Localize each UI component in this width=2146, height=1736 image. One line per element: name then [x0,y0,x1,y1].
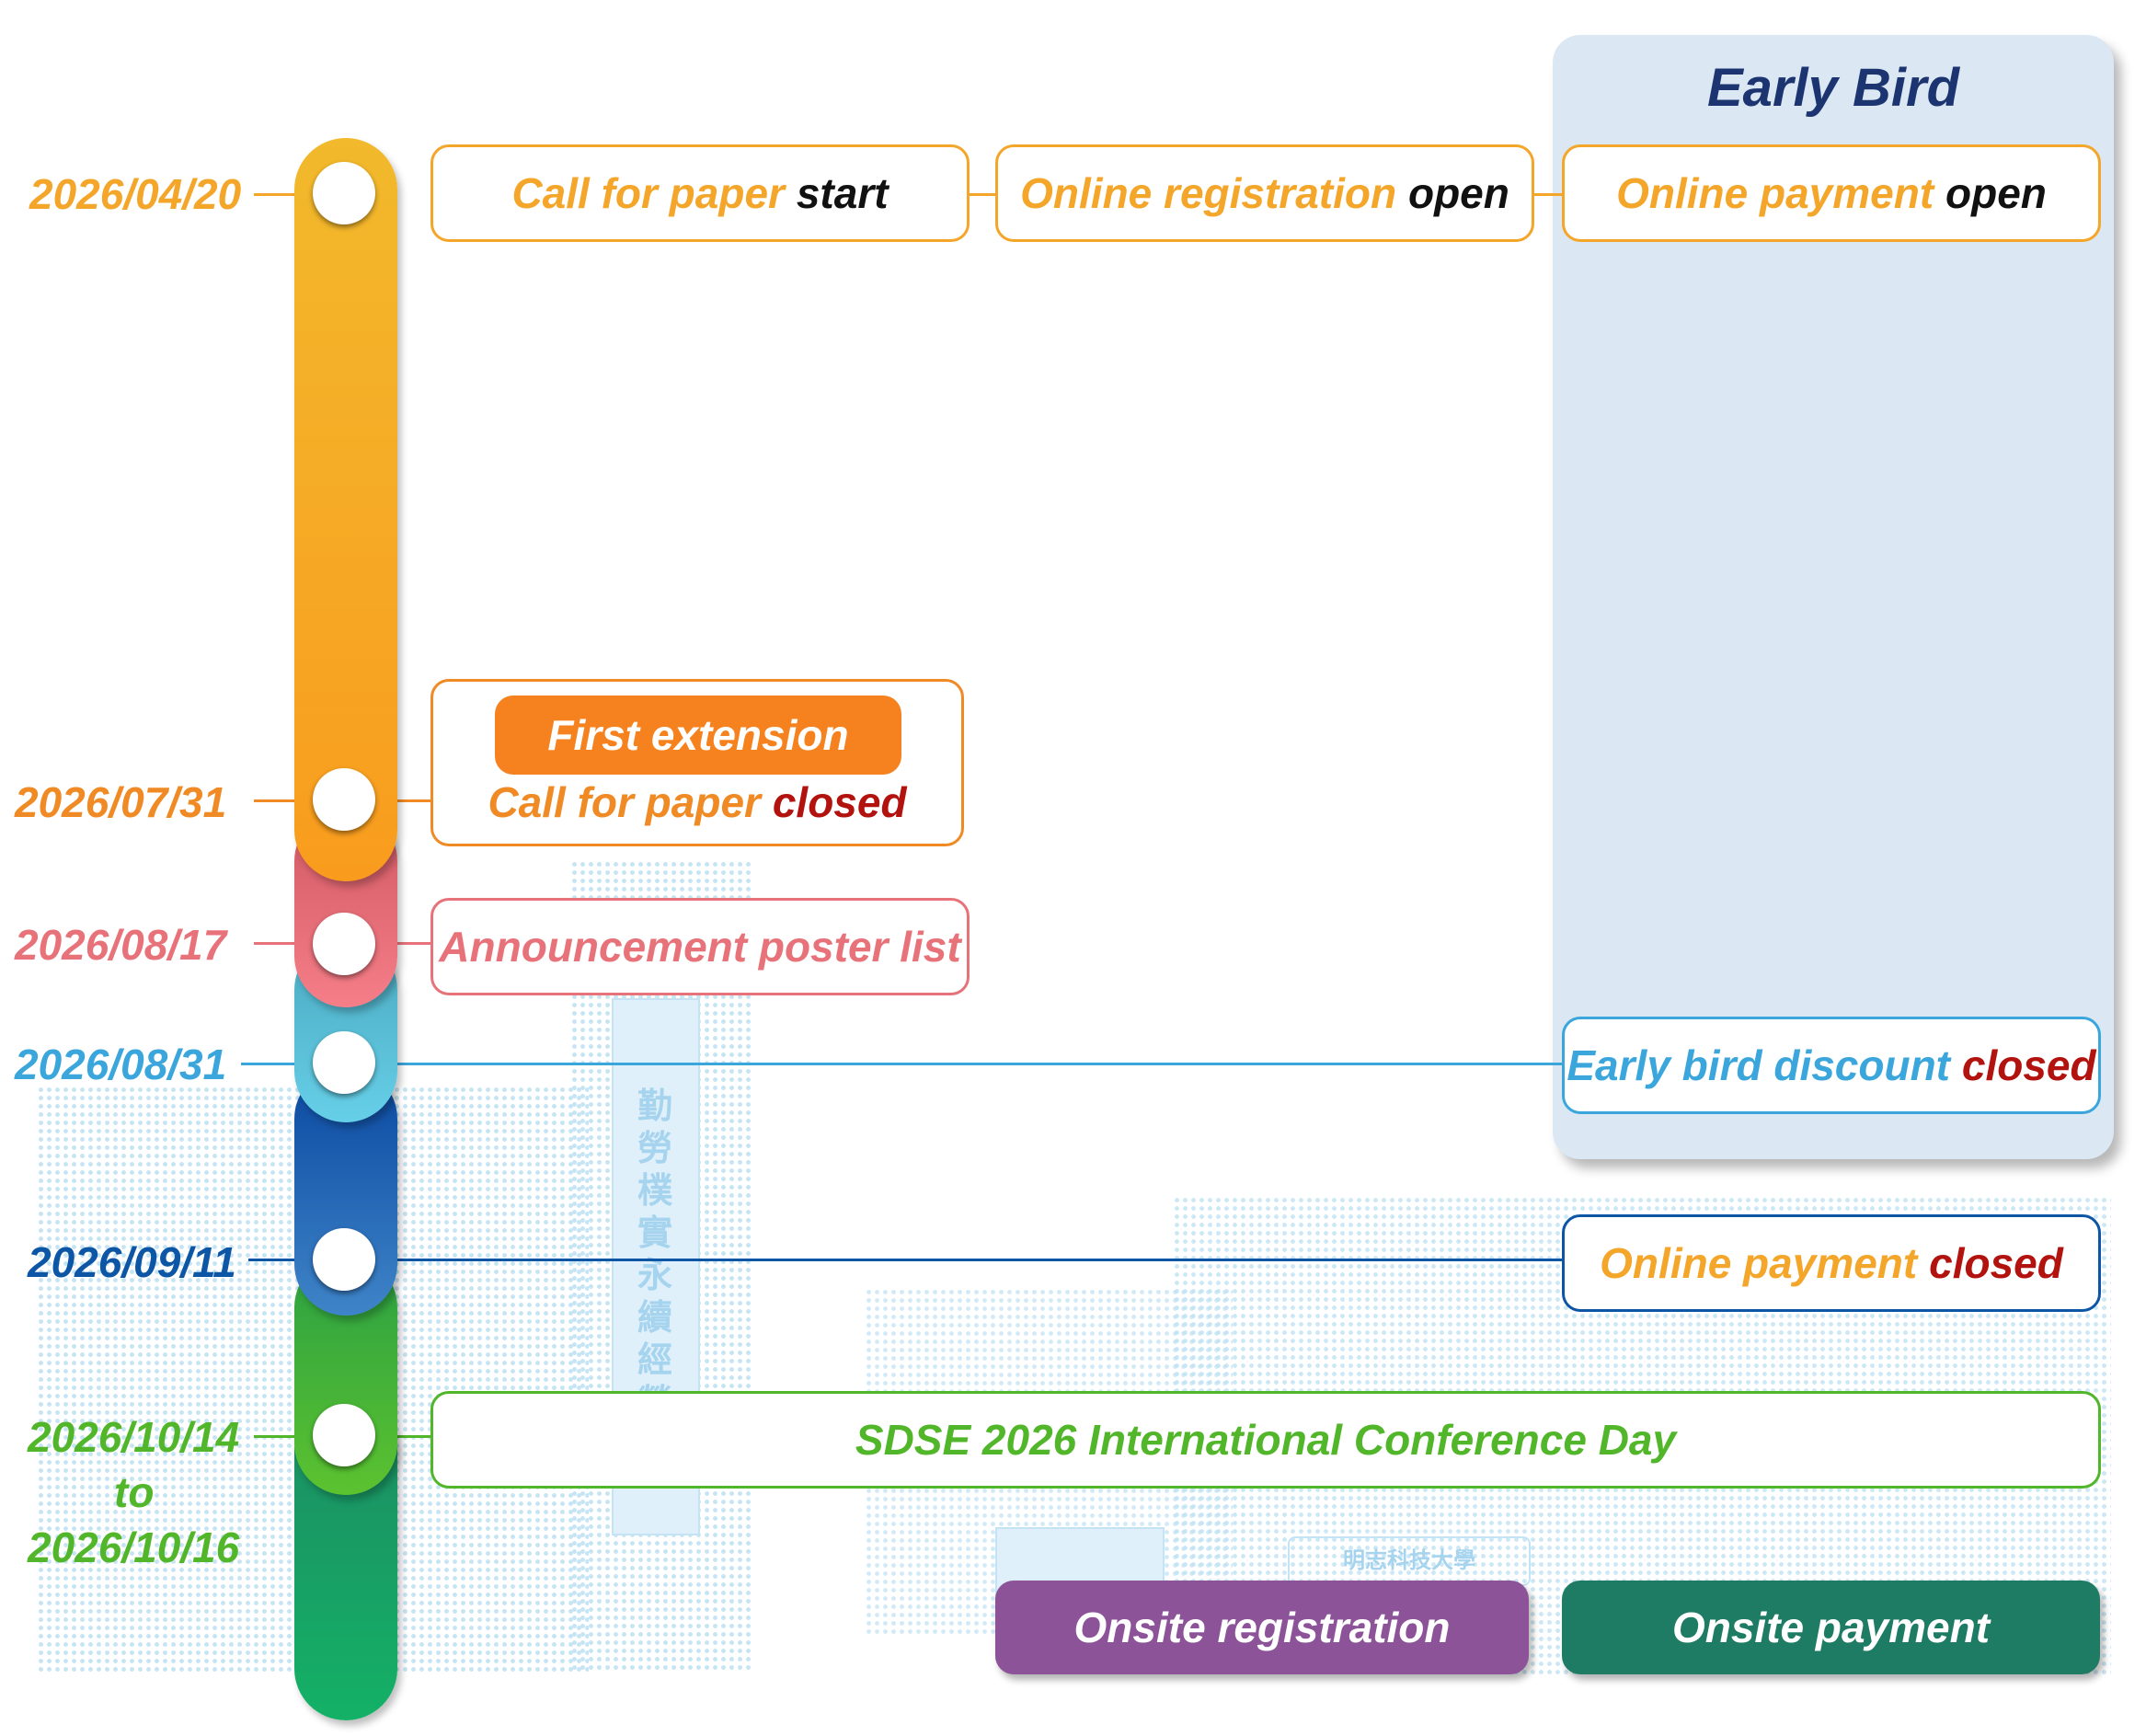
onsite-payment-badge: Onsite payment [1562,1581,2100,1674]
event-text: Online registration [1020,169,1397,217]
signage-text: 勤勞樸實 永續經營 [637,1087,672,1422]
timeline-node [313,1404,375,1466]
connector-line [386,799,432,802]
date-label: to [114,1468,155,1516]
event-status: closed [772,778,907,826]
event-text: Online payment [1600,1239,1918,1287]
timeline-node [313,1031,375,1094]
connector-line [968,193,995,196]
connector-line [386,942,432,945]
date-label: 2026/08/31 [15,1040,227,1088]
date-label: 2026/07/31 [15,778,227,826]
event-online-payment-closed: Online payment closed [1562,1214,2101,1312]
date-label: 2026/08/17 [15,921,227,969]
event-text: Online payment [1616,169,1934,217]
connector-line [1532,193,1562,196]
timeline-node [313,768,375,831]
date-label: 2026/04/20 [29,170,242,218]
date-label: 2026/09/11 [28,1238,236,1286]
building-sign: 明志科技大學 [1288,1536,1531,1586]
timeline-segment [294,138,397,881]
event-announcement: Announcement poster list [430,898,970,995]
timeline-node [313,913,375,975]
date-label: 2026/10/14 [28,1413,240,1461]
connector-line [241,1063,1566,1065]
early-bird-title: Early Bird [1707,58,1959,118]
timeline-node [313,1228,375,1291]
connector-line [254,799,300,802]
event-online-payment-open: Online payment open [1562,144,2101,242]
event-conference-day: SDSE 2026 International Conference Day [430,1391,2101,1489]
first-extension-badge: First extension [495,696,901,775]
connector-line [254,942,300,945]
event-status: start [796,169,889,217]
connector-line [386,1435,432,1438]
event-text: Call for paper [488,778,761,826]
event-status: closed [1961,1041,2096,1089]
event-early-bird-closed: Early bird discount closed [1562,1017,2101,1114]
event-text: Call for paper [511,169,785,217]
event-status: closed [1929,1239,2063,1287]
event-status: open [1407,169,1509,217]
event-call-for-paper-start: Call for paper start [430,144,970,242]
event-text: Early bird discount [1566,1041,1951,1089]
connector-line [248,1259,1566,1261]
connector-line [254,1435,300,1438]
event-online-registration-open: Online registration open [995,144,1534,242]
timeline-node [313,162,375,224]
event-status: open [1945,169,2047,217]
connector-line [254,193,300,196]
onsite-registration-badge: Onsite registration [995,1581,1529,1674]
date-label: 2026/10/16 [28,1523,240,1571]
